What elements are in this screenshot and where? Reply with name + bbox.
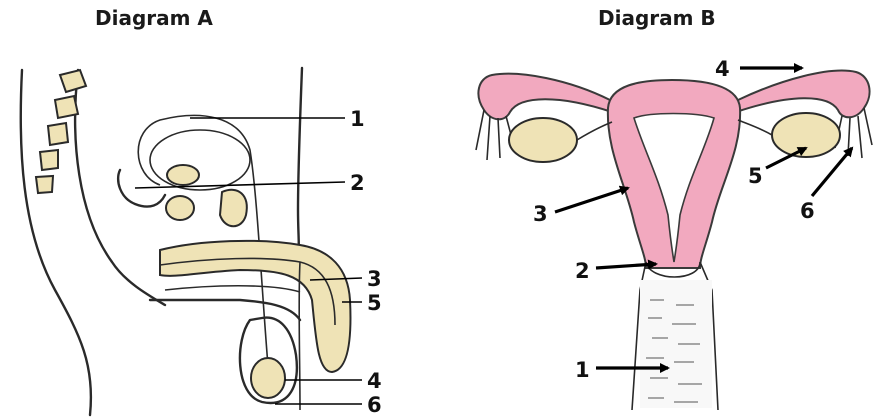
testis	[251, 358, 285, 398]
body-outline-back	[21, 70, 91, 415]
diagram-a: 1 2 3 5 4 6	[21, 68, 382, 417]
label-b-2: 2	[575, 259, 590, 283]
right-fallopian-tube	[736, 71, 870, 118]
abdominal-wall	[298, 68, 302, 262]
penis-shaft	[160, 241, 350, 372]
vaginal-canal	[640, 280, 712, 408]
label-a-4: 4	[367, 369, 382, 393]
arrow-b-3	[555, 188, 628, 212]
label-a-6: 6	[367, 393, 382, 417]
label-a-2: 2	[350, 171, 365, 195]
perineum-line	[150, 300, 300, 320]
left-fallopian-tube	[478, 74, 612, 120]
right-ovarian-ligament	[738, 120, 772, 135]
seminal-vesicle	[167, 165, 199, 185]
diagram-b: 4 3 5 6 2 1	[476, 57, 872, 410]
label-b-3: 3	[533, 202, 548, 226]
label-b-1: 1	[575, 358, 590, 382]
left-ovary	[509, 118, 577, 162]
label-b-5: 5	[748, 164, 763, 188]
right-ovary	[772, 113, 840, 157]
bladder	[150, 130, 250, 190]
pubic-bone	[220, 190, 247, 226]
label-b-4: 4	[715, 57, 730, 81]
penis-lower-contour	[165, 286, 300, 292]
label-a-3: 3	[367, 267, 382, 291]
label-a-1: 1	[350, 107, 365, 131]
label-a-5: 5	[367, 291, 382, 315]
prostate	[166, 196, 194, 220]
leg-line	[299, 262, 300, 410]
label-b-6: 6	[800, 199, 815, 223]
left-ovarian-ligament	[577, 122, 612, 140]
